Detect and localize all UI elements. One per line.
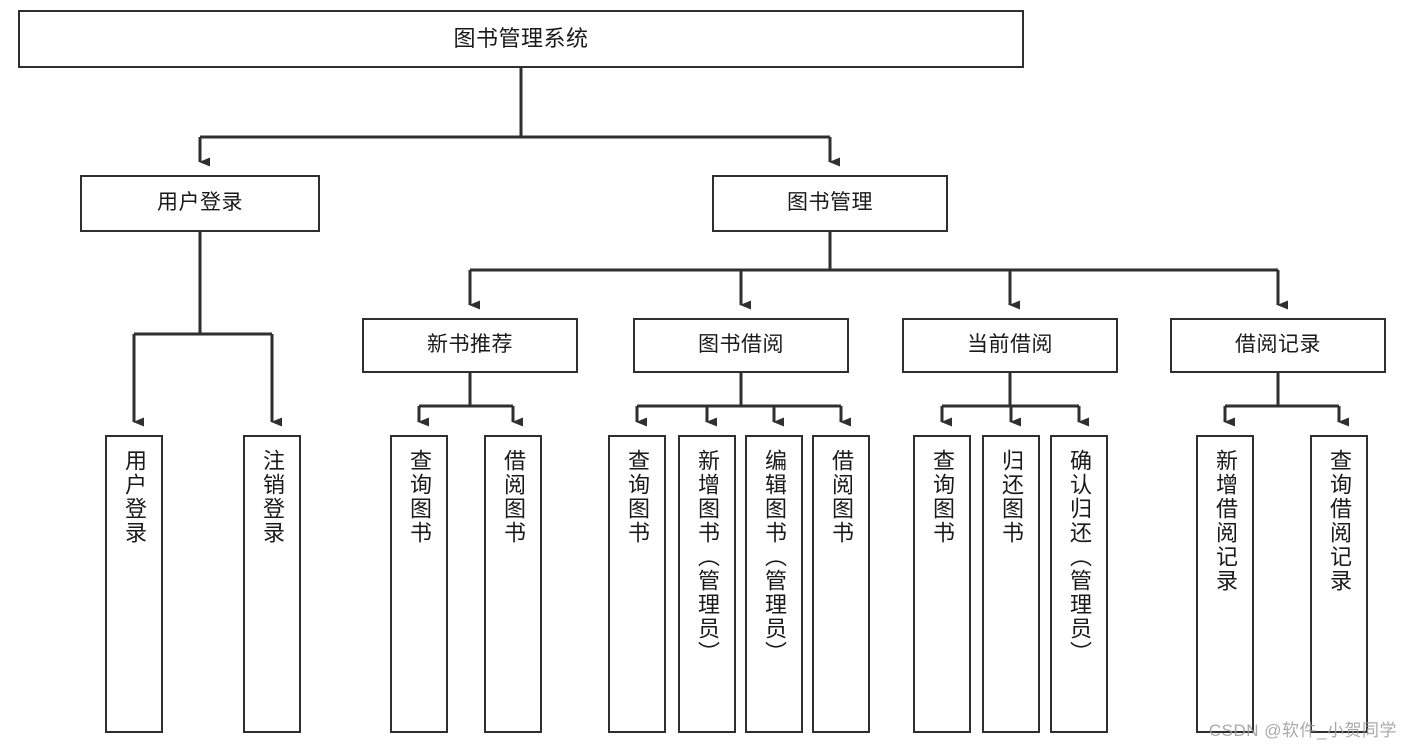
node-label: 新增借阅记录 bbox=[1213, 449, 1238, 593]
node-label: 查询图书 bbox=[930, 449, 955, 545]
node-label: 图书管理 bbox=[787, 191, 873, 215]
node-book-management[interactable]: 图书管理 bbox=[712, 175, 948, 232]
node-leaf-return-book[interactable]: 归还图书 bbox=[982, 435, 1040, 733]
node-label: 用户登录 bbox=[122, 449, 147, 545]
node-leaf-query-book-current[interactable]: 查询图书 bbox=[913, 435, 971, 733]
node-label: 图书管理系统 bbox=[453, 26, 589, 52]
node-label: 借阅记录 bbox=[1235, 333, 1321, 357]
node-label: 图书借阅 bbox=[698, 333, 784, 357]
node-leaf-add-borrow-record[interactable]: 新增借阅记录 bbox=[1196, 435, 1254, 733]
node-leaf-borrow-book-new[interactable]: 借阅图书 bbox=[484, 435, 542, 733]
node-label: 确认归还（管理员） bbox=[1067, 449, 1092, 665]
node-label: 查询借阅记录 bbox=[1327, 449, 1352, 593]
node-root-system[interactable]: 图书管理系统 bbox=[18, 10, 1024, 68]
csdn-watermark: CSDN @软件_小贺同学 bbox=[1208, 721, 1397, 740]
node-label: 当前借阅 bbox=[967, 333, 1053, 357]
node-user-login[interactable]: 用户登录 bbox=[80, 175, 320, 232]
node-leaf-query-book-new[interactable]: 查询图书 bbox=[390, 435, 448, 733]
node-label: 新书推荐 bbox=[427, 333, 513, 357]
node-leaf-borrow-book[interactable]: 借阅图书 bbox=[812, 435, 870, 733]
node-label: 查询图书 bbox=[625, 449, 650, 545]
node-label: 编辑图书（管理员） bbox=[762, 449, 787, 665]
node-leaf-add-book-admin[interactable]: 新增图书（管理员） bbox=[678, 435, 736, 733]
node-label: 注销登录 bbox=[260, 449, 285, 545]
node-leaf-edit-book-admin[interactable]: 编辑图书（管理员） bbox=[745, 435, 803, 733]
node-new-book-recommend[interactable]: 新书推荐 bbox=[362, 318, 578, 373]
node-leaf-query-book-borrow[interactable]: 查询图书 bbox=[608, 435, 666, 733]
node-label: 归还图书 bbox=[999, 449, 1024, 545]
node-leaf-query-borrow-record[interactable]: 查询借阅记录 bbox=[1310, 435, 1368, 733]
node-label: 借阅图书 bbox=[829, 449, 854, 545]
node-book-borrow[interactable]: 图书借阅 bbox=[633, 318, 849, 373]
node-current-borrow[interactable]: 当前借阅 bbox=[902, 318, 1118, 373]
node-label: 新增图书（管理员） bbox=[695, 449, 720, 665]
node-leaf-user-logout[interactable]: 注销登录 bbox=[243, 435, 301, 733]
node-label: 借阅图书 bbox=[501, 449, 526, 545]
node-leaf-confirm-return-admin[interactable]: 确认归还（管理员） bbox=[1050, 435, 1108, 733]
node-borrow-record[interactable]: 借阅记录 bbox=[1170, 318, 1386, 373]
node-label: 用户登录 bbox=[157, 191, 243, 215]
node-leaf-user-login[interactable]: 用户登录 bbox=[105, 435, 163, 733]
node-label: 查询图书 bbox=[407, 449, 432, 545]
